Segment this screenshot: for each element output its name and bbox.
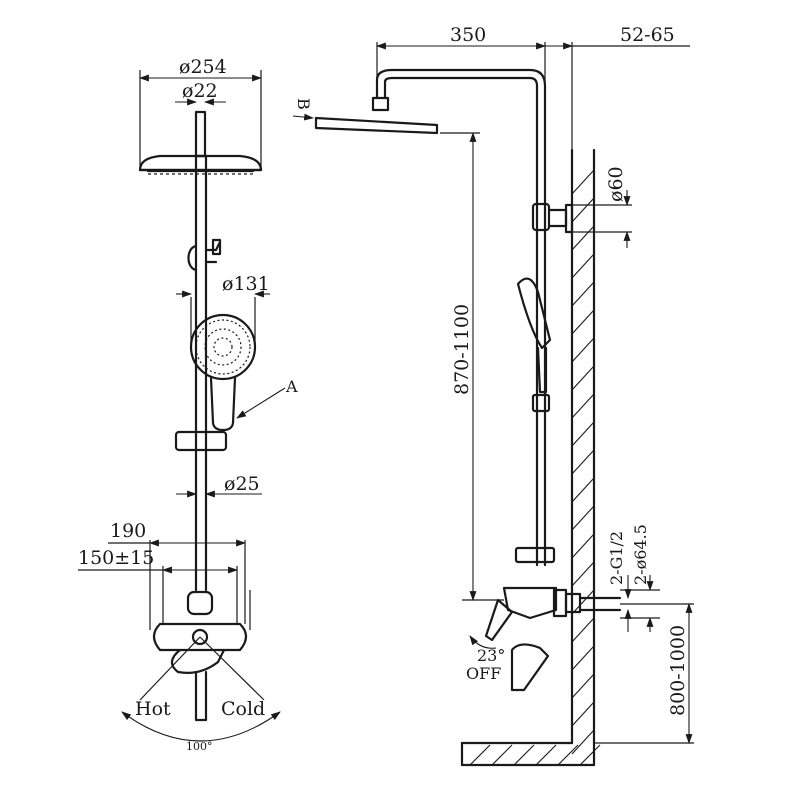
escutcheon-diameter-label: 2-ø64.5 bbox=[631, 524, 650, 585]
wall-hatch-line bbox=[571, 449, 595, 475]
head-diameter-label: ø254 bbox=[179, 56, 227, 78]
dim-hand-shower-diameter: ø131 bbox=[176, 273, 270, 347]
wall-hatch-line bbox=[571, 505, 595, 531]
wall-hatch-line bbox=[571, 225, 595, 251]
dim-valve-width: 190 bbox=[108, 520, 246, 624]
dim-head-diameter: ø254 bbox=[139, 56, 262, 170]
thread-size-label: 2-G1/2 bbox=[607, 531, 626, 585]
wall-hatch-line bbox=[571, 701, 595, 727]
handle-rotation-arc: Hot Cold 100° bbox=[121, 636, 281, 753]
wall-hatch-line bbox=[571, 421, 595, 447]
wall-hatch-line bbox=[571, 365, 595, 391]
dim-inlet-spacing: 150±15 bbox=[78, 547, 238, 624]
wall-hatch-line bbox=[571, 729, 595, 755]
dim-rail-diameter: ø25 bbox=[176, 473, 262, 498]
hand-shower-side bbox=[516, 277, 552, 413]
head-height-label: 870-1100 bbox=[451, 304, 473, 395]
floor-hatch-line bbox=[513, 744, 535, 766]
floor-hatch-line bbox=[469, 744, 491, 766]
wall-hatch-line bbox=[571, 197, 595, 223]
inlet-spacing-label: 150±15 bbox=[78, 547, 154, 569]
rail-slider-front bbox=[174, 430, 228, 452]
wall-hatch-line bbox=[571, 337, 595, 363]
wall-hatch-line bbox=[571, 561, 595, 587]
side-view: B bbox=[292, 24, 694, 767]
callout-a: A bbox=[236, 377, 298, 419]
handle-angle: 23° OFF bbox=[466, 635, 505, 683]
dim-bracket-diameter: ø60 bbox=[572, 166, 632, 248]
callout-a-label: A bbox=[285, 377, 298, 396]
view-marker-b: B bbox=[294, 98, 313, 110]
floor-hatch-line bbox=[535, 744, 557, 766]
hand-shower-diameter-label: ø131 bbox=[222, 273, 270, 295]
dim-head-height: 870-1100 bbox=[440, 132, 504, 601]
wall-hatch-line bbox=[571, 253, 595, 279]
wall-offset-label: 52-65 bbox=[620, 24, 675, 46]
wall-hatch-line bbox=[571, 393, 595, 419]
wall-hatch-line bbox=[571, 477, 595, 503]
dim-inlet-fittings: 2-G1/2 2-ø64.5 bbox=[607, 524, 660, 632]
hot-label: Hot bbox=[135, 698, 171, 720]
off-label: OFF bbox=[466, 664, 501, 683]
wall-hatch-line bbox=[571, 533, 595, 559]
hand-shower-holder-front bbox=[187, 238, 222, 272]
wall-hatch-line bbox=[571, 169, 595, 195]
dim-valve-height: 800-1000 bbox=[594, 603, 694, 744]
wall-section bbox=[460, 148, 601, 767]
wall-hatch-line bbox=[571, 281, 595, 307]
rail-diameter-label: ø25 bbox=[224, 473, 260, 495]
mixer-valve-side bbox=[484, 546, 622, 692]
wall-hatch-line bbox=[571, 673, 595, 699]
rotation-angle-label: 100° bbox=[186, 740, 213, 753]
floor-hatch-line bbox=[491, 744, 513, 766]
bracket-diameter-label: ø60 bbox=[605, 166, 627, 202]
valve-height-label: 800-1000 bbox=[667, 625, 689, 716]
arm-diameter-label: ø22 bbox=[182, 80, 218, 102]
rain-shower-head-front bbox=[138, 110, 263, 175]
floor-hatch-line bbox=[557, 744, 579, 766]
wall-hatch-line bbox=[571, 645, 595, 671]
dim-arm-diameter: ø22 bbox=[175, 80, 226, 106]
dim-wall-offset: 52-65 bbox=[545, 24, 690, 150]
valve-width-label: 190 bbox=[110, 520, 146, 542]
rain-shower-arm-side: B bbox=[292, 68, 547, 207]
front-view: ø254 ø22 ø131 A ø25 bbox=[78, 56, 298, 753]
floor-hatch-line bbox=[579, 744, 601, 766]
wall-hatch-line bbox=[571, 617, 595, 643]
handle-angle-label: 23° bbox=[477, 646, 505, 665]
wall-hatch-line bbox=[571, 309, 595, 335]
dim-projection: 350 bbox=[376, 24, 546, 98]
cold-label: Cold bbox=[221, 698, 265, 720]
projection-label: 350 bbox=[450, 24, 486, 46]
mixer-valve-front bbox=[149, 590, 251, 722]
wall-hatch-line bbox=[571, 589, 595, 615]
